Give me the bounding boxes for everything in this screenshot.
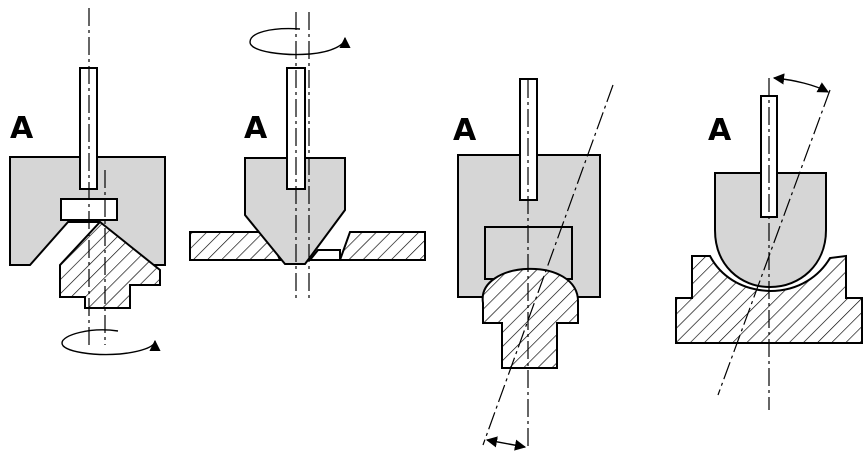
hatched-conical-part [59, 220, 161, 309]
panel-label: A [244, 111, 268, 146]
hatched-base [675, 254, 863, 344]
tilt-angle-arrow [485, 436, 527, 451]
rotation-arrow [61, 329, 161, 356]
plate-left [189, 231, 282, 261]
panel-4: A [675, 73, 863, 410]
gap-insert [307, 249, 341, 261]
plate-right [338, 231, 426, 261]
panel-label: A [453, 113, 477, 148]
panel-label: A [708, 113, 732, 148]
tilted-axis [482, 84, 614, 446]
rotation-arrow [249, 27, 351, 56]
rounded-body [714, 172, 827, 289]
tilt-angle-arrow [772, 73, 829, 93]
panel-3: A [453, 78, 614, 451]
panel-2: A [189, 12, 426, 298]
panel-label: A [10, 111, 34, 146]
panel-1: A [9, 8, 166, 356]
hatched-ball-stud [481, 267, 580, 369]
pointed-body [244, 157, 346, 265]
tilted-axis [717, 89, 831, 396]
